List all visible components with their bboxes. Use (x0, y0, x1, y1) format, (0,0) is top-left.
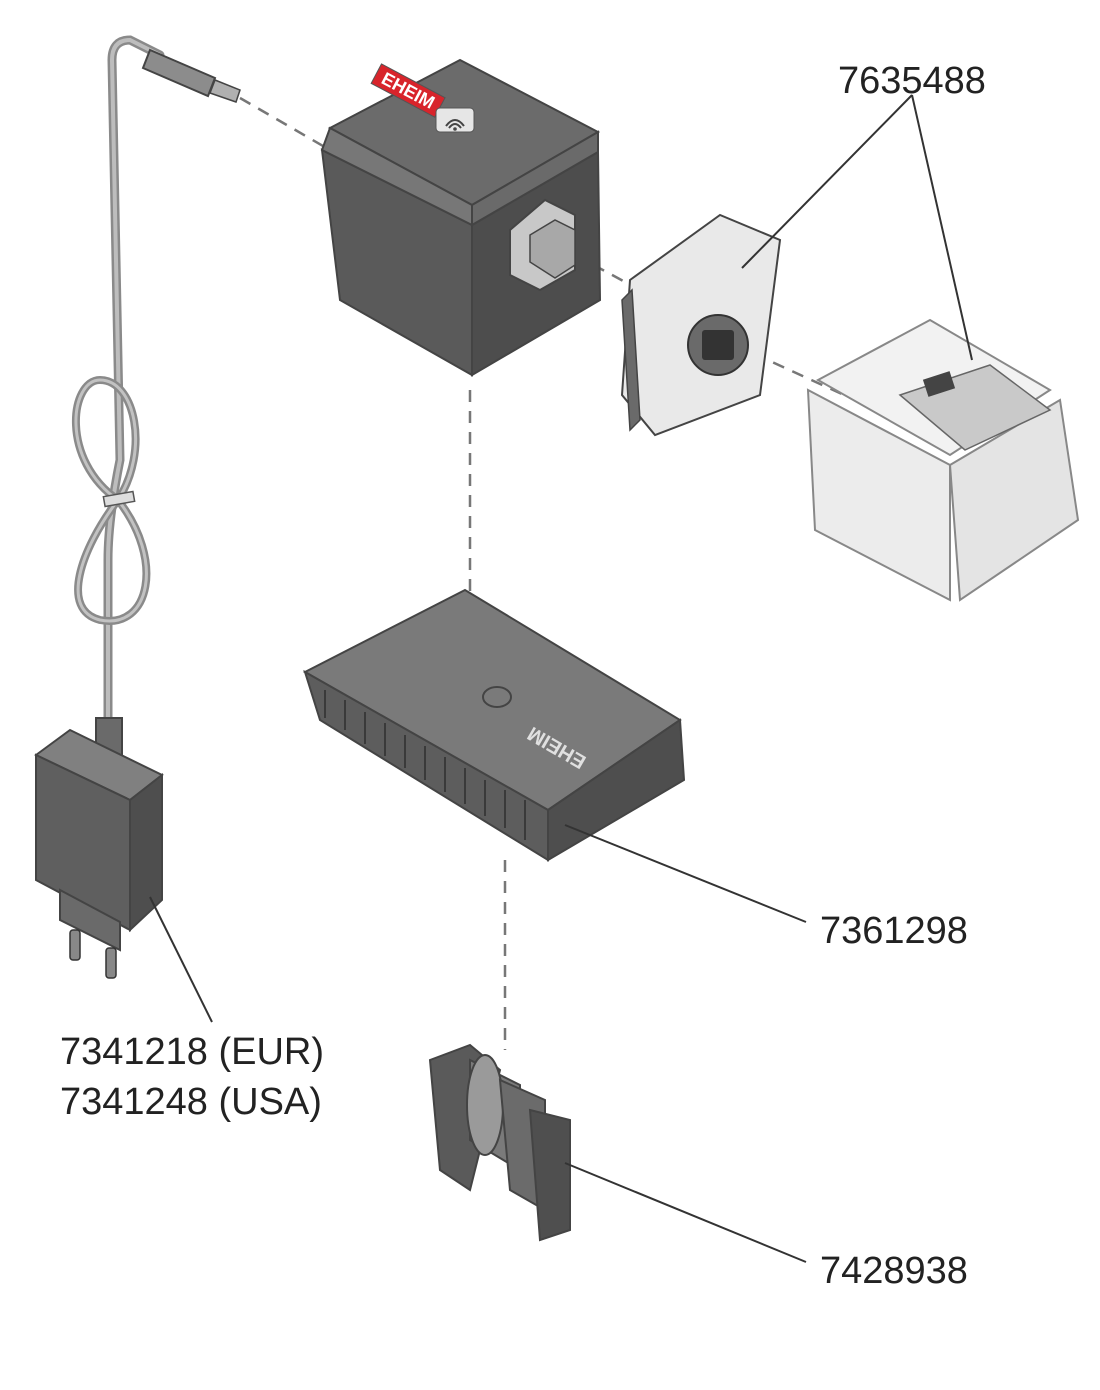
part-number-power-eur: 7341218 (EUR) (60, 1031, 325, 1073)
part-number-clip: 7428938 (820, 1250, 968, 1292)
mounting-clip (428, 1043, 571, 1242)
power-adapter (34, 717, 164, 979)
part-number-power-usa: 7341248 (USA) (60, 1081, 322, 1123)
dc-plug (141, 48, 241, 103)
part-number-feeder-parts: 7635488 (838, 60, 986, 102)
wifi-icon (435, 107, 475, 133)
mounting-base: EHEIM (302, 588, 686, 862)
leader-lines (149, 94, 973, 1263)
power-cable (72, 35, 165, 733)
feeder-motor-unit: EHEIM (320, 58, 602, 377)
part-number-base: 7361298 (820, 910, 968, 952)
feed-container (806, 318, 1080, 602)
feed-cover-plate (620, 213, 782, 437)
